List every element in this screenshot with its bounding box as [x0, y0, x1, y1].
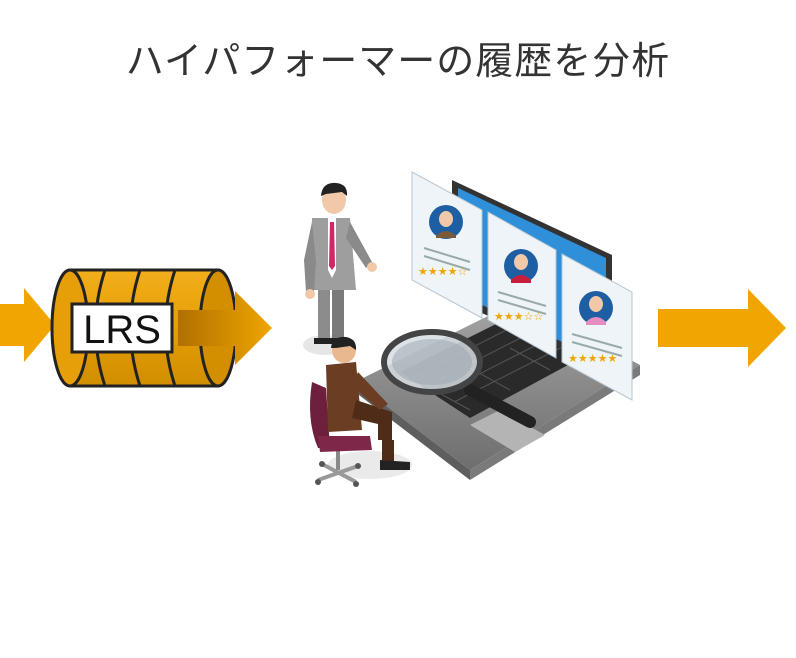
rating-stars-3: ★★★★★	[568, 352, 617, 365]
right-arrow-icon	[658, 289, 786, 367]
output-arrow-icon	[178, 291, 272, 365]
magnifying-glass-icon	[381, 329, 536, 428]
profile-card-1: ★★★★☆	[411, 171, 483, 319]
seated-man	[310, 336, 410, 487]
left-arrow-icon	[0, 288, 55, 362]
profile-card-3: ★★★★★	[561, 253, 633, 401]
lrs-label: LRS	[83, 308, 161, 352]
rating-stars-1: ★★★★☆	[418, 265, 467, 278]
standing-man	[304, 182, 377, 344]
people-analyzing-profiles-icon: ★★★★☆ ★★★☆☆ ★★★★★	[303, 171, 640, 487]
profile-card-2: ★★★☆☆	[487, 211, 557, 359]
page-title: ハイパフォーマーの履歴を分析	[125, 39, 671, 83]
rating-stars-2: ★★★☆☆	[494, 310, 543, 323]
database-cylinder-icon: LRS	[50, 268, 272, 388]
